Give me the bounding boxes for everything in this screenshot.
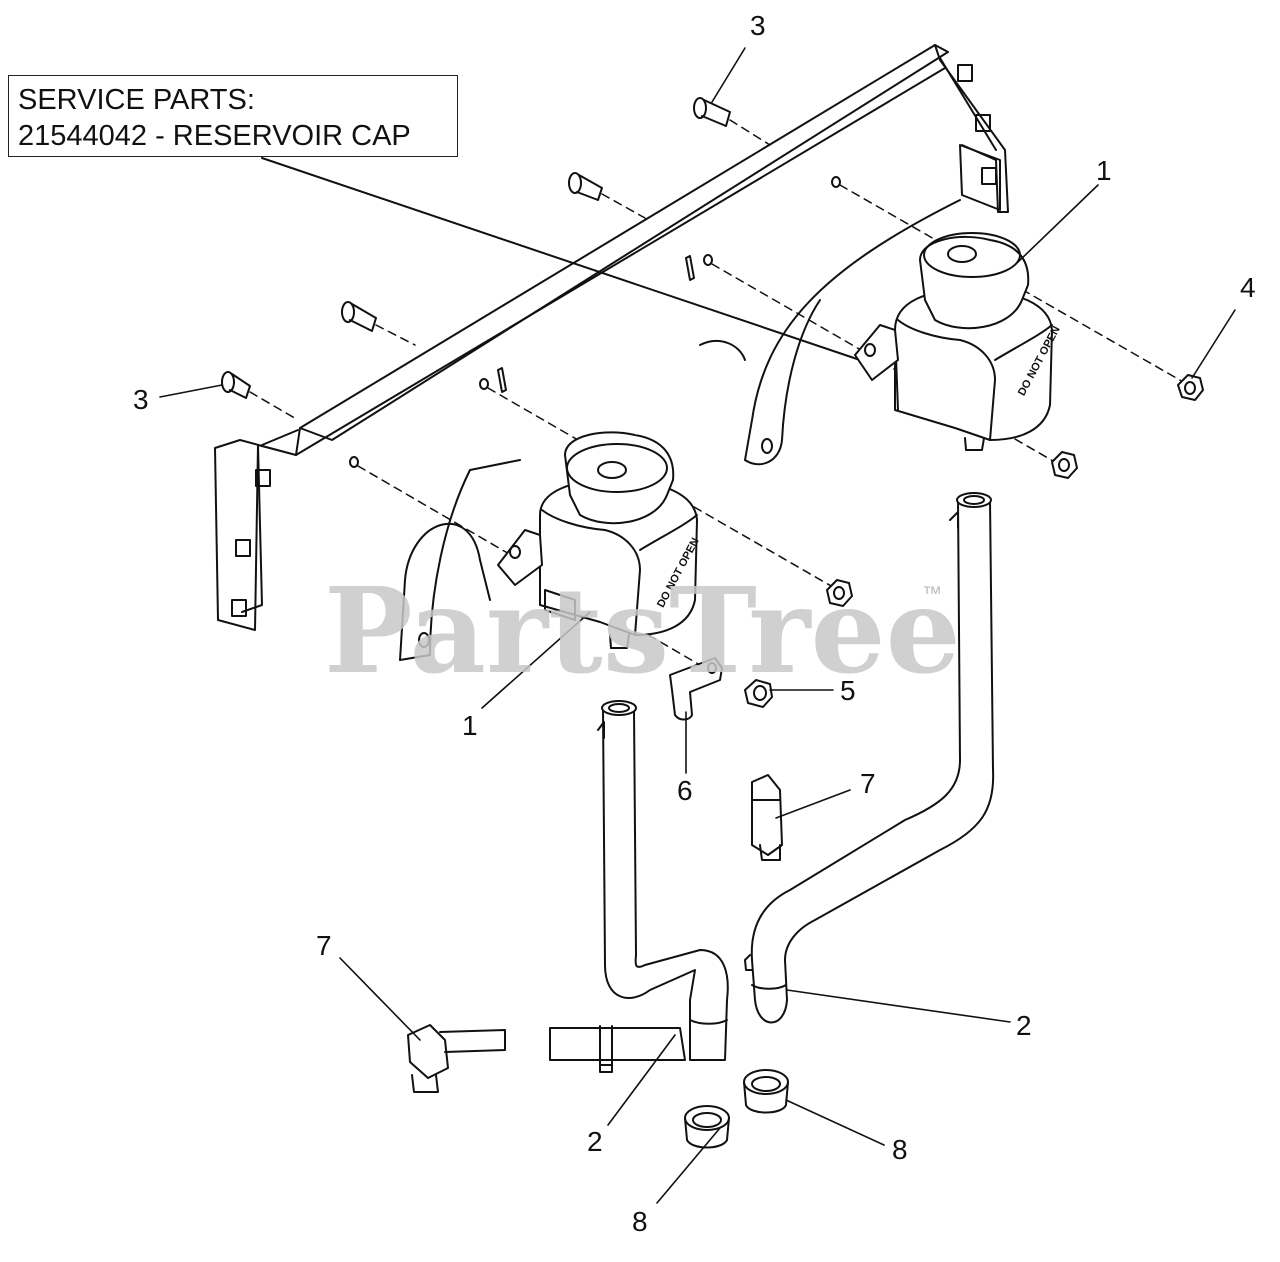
fitting-elbow	[407, 1024, 506, 1093]
service-parts-heading: SERVICE PARTS:	[18, 84, 255, 116]
hose-right	[744, 492, 995, 1024]
service-parts-item: 21544042 - RESERVOIR CAP	[18, 120, 411, 152]
hose-left	[549, 700, 729, 1073]
bushing-left	[684, 1105, 730, 1149]
callout-clip: 6	[677, 775, 693, 806]
nut-right	[1177, 374, 1204, 401]
callout-reservoir-left: 1	[462, 710, 478, 741]
reservoir-left: DO NOT OPEN	[497, 431, 702, 649]
callout-nut-right: 4	[1240, 272, 1256, 303]
bolt-lower-mid	[341, 301, 377, 332]
callout-hose-right: 2	[1016, 1010, 1032, 1041]
nut-reservoir-left	[826, 579, 853, 607]
nut-reservoir-right	[1051, 451, 1078, 479]
watermark-trademark: ™	[922, 583, 942, 605]
callout-fitting-straight: 7	[860, 768, 876, 799]
callout-leaders	[159, 47, 1236, 1204]
callout-bolt-top: 3	[750, 10, 766, 41]
clip	[669, 657, 723, 721]
service-note-leader	[261, 157, 861, 361]
callout-reservoir-right: 1	[1096, 155, 1112, 186]
callout-hose-left: 2	[587, 1126, 603, 1157]
callout-bushing-left: 8	[632, 1206, 648, 1237]
callout-nut-mid: 5	[840, 675, 856, 706]
mounting-bracket	[214, 44, 1009, 661]
bolt-left	[221, 371, 251, 399]
bolt-upper-mid	[568, 172, 603, 201]
callout-bolt-left: 3	[133, 384, 149, 415]
watermark-brand: PartsTree	[324, 561, 961, 700]
bolt-top	[693, 97, 731, 127]
callout-fitting-elbow: 7	[316, 930, 332, 961]
fitting-straight	[751, 774, 783, 861]
reservoir-right: DO NOT OPEN	[854, 232, 1063, 451]
service-parts-note: SERVICE PARTS: 21544042 - RESERVOIR CAP	[8, 75, 458, 157]
bushing-right	[743, 1069, 789, 1114]
nut-mid	[744, 679, 773, 708]
callout-bushing-right: 8	[892, 1134, 908, 1165]
